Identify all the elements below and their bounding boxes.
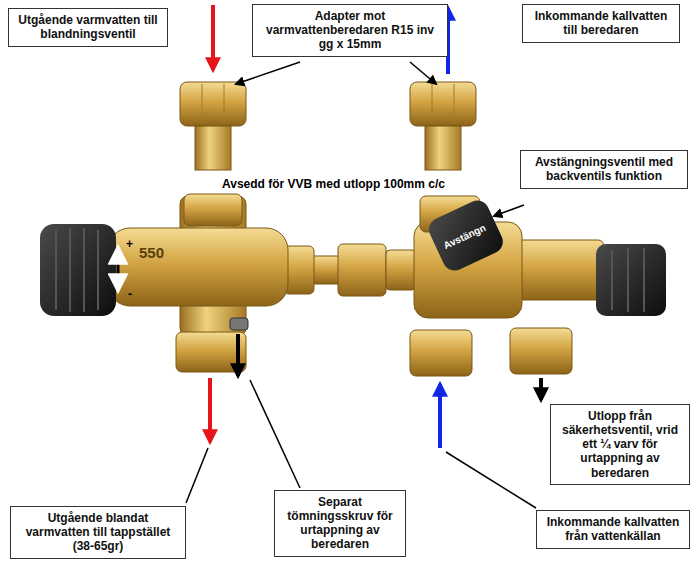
leader-line	[186, 62, 536, 508]
dimension-label: Avsedd för VVB med utlopp 100mm c/c	[218, 176, 449, 192]
callout-text: Utgående varmvatten till blandningsventi…	[14, 13, 162, 41]
model-number: 550	[139, 244, 164, 261]
knob-plus: +	[126, 237, 133, 251]
knob-minus: -	[128, 287, 132, 301]
callout-box: Adapter mot varmvattenberedaren R15 inv …	[252, 4, 448, 57]
callout-text: Avstängningsventil med backventils funkt…	[526, 155, 682, 183]
drain-arrow	[539, 378, 543, 400]
callout-text: Adapter mot varmvattenberedaren R15 inv …	[258, 9, 442, 51]
hot-arrow	[211, 5, 215, 70]
cold-arrow	[438, 384, 442, 448]
adapter	[410, 82, 476, 170]
callout-text: Inkommande kallvatten till beredaren	[528, 9, 674, 37]
callout-box: Utgående blandat varmvatten till tappstä…	[10, 506, 186, 559]
callout-box: Inkommande kallvatten till beredaren	[522, 4, 680, 43]
hot-arrow	[208, 378, 212, 442]
callout-text: Separat tömningsskruv för urtappning av …	[280, 495, 400, 552]
drain-arrow	[236, 334, 240, 376]
adapter	[180, 82, 246, 170]
callout-box: Utlopp från säkerhetsventil, vrid ett ¼ …	[550, 404, 690, 485]
callout-box: Inkommande kallvatten från vattenkällan	[536, 510, 690, 549]
callout-text: Inkommande kallvatten från vattenkällan	[542, 515, 684, 543]
knob-text: Avstängn	[442, 222, 488, 251]
callout-text: Utlopp från säkerhetsventil, vrid ett ¼ …	[556, 409, 684, 480]
callout-box: Avstängningsventil med backventils funkt…	[520, 150, 688, 189]
callout-box: Utgående varmvatten till blandningsventi…	[8, 8, 168, 47]
callout-text: Utgående blandat varmvatten till tappstä…	[16, 511, 180, 553]
callout-box: Separat tömningsskruv för urtappning av …	[274, 490, 406, 557]
